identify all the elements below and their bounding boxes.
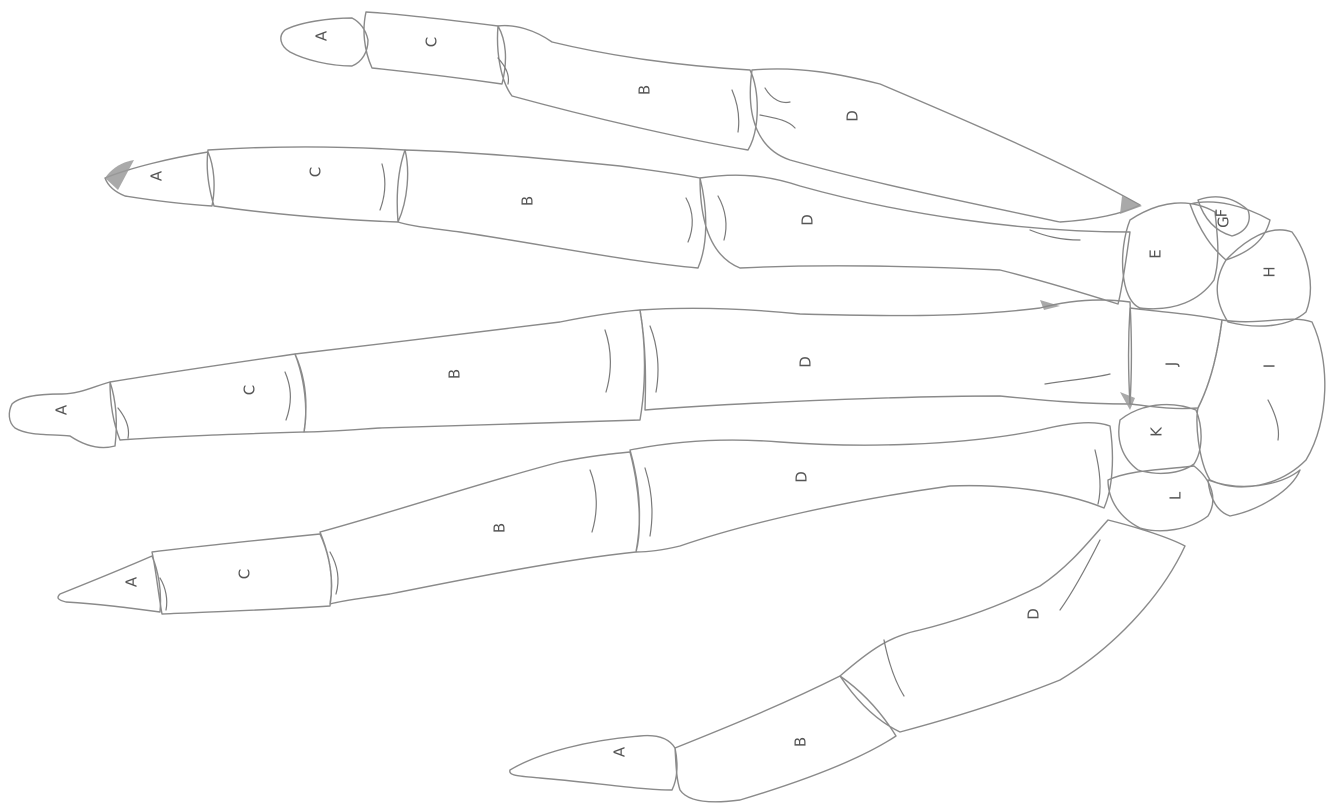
label-C-finger-4: C bbox=[236, 569, 254, 579]
label-I: I bbox=[1261, 364, 1279, 368]
label-E: E bbox=[1147, 249, 1165, 258]
label-H: H bbox=[1261, 266, 1279, 277]
label-D-finger-1: D bbox=[844, 110, 862, 122]
finger-3-metacarpal bbox=[640, 300, 1132, 410]
thumb-distal-phalanx bbox=[510, 736, 677, 790]
label-A-thumb: A bbox=[611, 746, 629, 757]
carpal-J bbox=[1129, 308, 1223, 409]
label-B-finger-3: B bbox=[446, 369, 464, 379]
finger-3 bbox=[9, 300, 1135, 448]
finger-4 bbox=[58, 423, 1112, 614]
label-B-finger-4: B bbox=[491, 523, 509, 533]
label-D-finger-2: D bbox=[799, 214, 817, 226]
finger-1-proximal-phalanx bbox=[498, 26, 758, 150]
label-D-finger-3: D bbox=[797, 356, 815, 368]
label-B-thumb: B bbox=[792, 737, 810, 747]
label-C-finger-3: C bbox=[241, 385, 259, 395]
carpal-K bbox=[1119, 405, 1201, 474]
finger-3-middle-phalanx bbox=[110, 354, 306, 440]
label-A-finger-1: A bbox=[313, 30, 331, 41]
thumb-proximal-phalanx bbox=[675, 676, 896, 802]
label-G: G bbox=[1215, 216, 1233, 228]
label-J: J bbox=[1163, 362, 1181, 367]
finger-2-middle-phalanx bbox=[207, 147, 407, 222]
carpal-E bbox=[1123, 203, 1218, 309]
carpal-trapezium bbox=[1208, 470, 1300, 516]
diagram-labels: A C B D A C B D A C B D A C B D A B D E … bbox=[53, 30, 1279, 757]
label-A-finger-2: A bbox=[148, 170, 166, 181]
label-K: K bbox=[1148, 426, 1166, 437]
label-B-finger-2: B bbox=[519, 196, 537, 206]
carpal-I bbox=[1197, 319, 1325, 487]
thumb-metacarpal bbox=[840, 520, 1185, 732]
carpal-bones bbox=[1108, 197, 1325, 531]
finger-4-metacarpal bbox=[630, 423, 1112, 552]
finger-1 bbox=[281, 12, 1142, 222]
finger-4-distal-phalanx bbox=[58, 556, 161, 612]
finger-1-metacarpal bbox=[750, 69, 1140, 222]
label-C-finger-2: C bbox=[307, 167, 325, 177]
label-C-finger-1: C bbox=[423, 37, 441, 47]
label-A-finger-3: A bbox=[53, 404, 71, 415]
label-F: F bbox=[1213, 209, 1231, 218]
label-B-finger-1: B bbox=[636, 85, 654, 95]
label-D-thumb: D bbox=[1025, 608, 1043, 620]
carpal-L bbox=[1108, 466, 1213, 531]
label-A-finger-4: A bbox=[123, 576, 141, 587]
thumb bbox=[510, 520, 1185, 802]
label-D-finger-4: D bbox=[793, 471, 811, 483]
finger-2 bbox=[105, 147, 1130, 310]
finger-2-proximal-phalanx bbox=[397, 150, 706, 268]
label-L: L bbox=[1167, 491, 1185, 500]
finger-3-proximal-phalanx bbox=[295, 310, 645, 432]
